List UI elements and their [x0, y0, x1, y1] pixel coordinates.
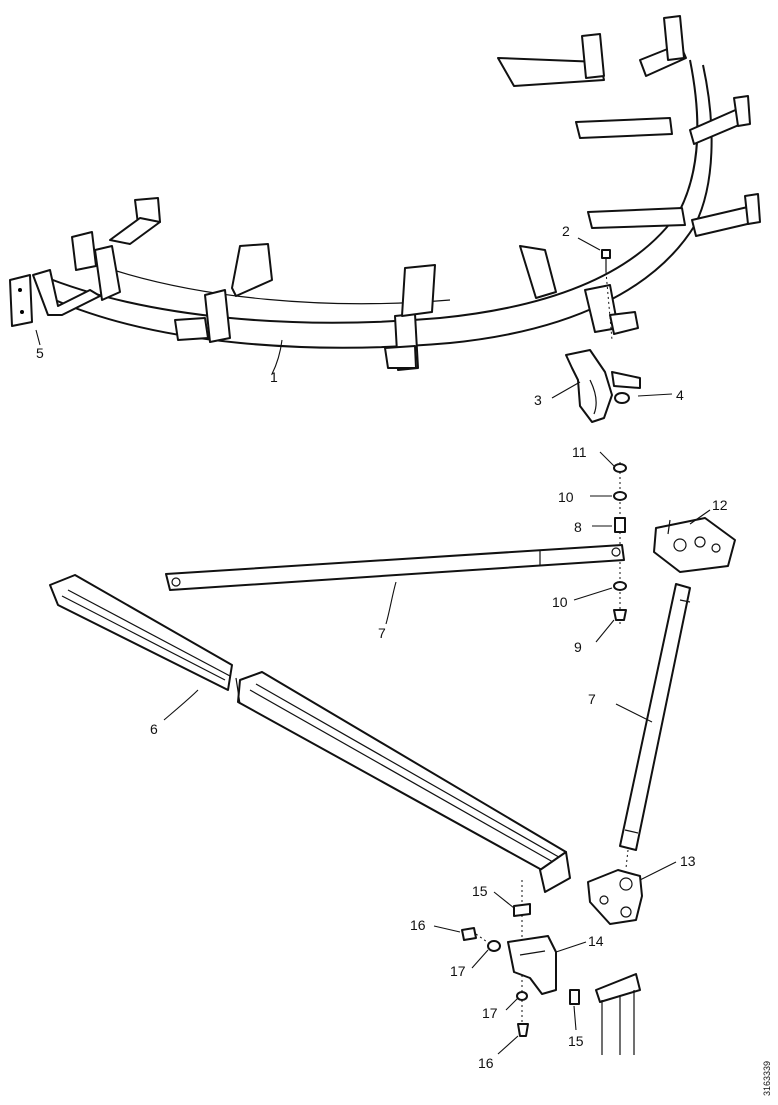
part-14-bracket	[507, 935, 557, 995]
callout-6: 6	[150, 721, 158, 737]
front-bracket-2	[109, 197, 161, 245]
part-15-spacer-upper	[513, 903, 531, 917]
part-4-nut	[614, 392, 630, 404]
part-1-curved-frame	[9, 15, 761, 371]
part-16-bolt-side	[461, 927, 477, 941]
callout-3: 3	[534, 392, 542, 408]
front-bracket-left	[9, 231, 121, 327]
callout-12: 12	[712, 497, 728, 513]
part-9-bolt	[613, 609, 627, 621]
callout-15-lower: 15	[568, 1033, 584, 1049]
callout-17-lower: 17	[482, 1005, 498, 1021]
part-12-bracket	[653, 517, 736, 573]
part-8-spacer	[614, 517, 626, 533]
callout-10-lower: 10	[552, 594, 568, 610]
bracket-lower-right	[595, 973, 641, 1003]
part-15-spacer-lower	[569, 989, 580, 1005]
callout-7-horizontal: 7	[378, 625, 386, 641]
callout-4: 4	[676, 387, 684, 403]
callout-8: 8	[574, 519, 582, 535]
document-number: 3163339	[762, 1061, 772, 1096]
callout-13: 13	[680, 853, 696, 869]
bracket-3	[174, 243, 273, 343]
part-2-bolt	[601, 249, 613, 341]
callout-5: 5	[36, 345, 44, 361]
lower-mounting-hardware	[461, 880, 641, 1055]
callout-17-side: 17	[450, 963, 466, 979]
part-6-channel-rail	[49, 574, 571, 893]
rear-brackets	[497, 15, 761, 237]
callout-2: 2	[562, 223, 570, 239]
callout-10-upper: 10	[558, 489, 574, 505]
part-13-fitting	[587, 869, 643, 925]
callout-11: 11	[572, 444, 587, 460]
part-17-washer-lower	[516, 991, 528, 1001]
part-10-washer-lower	[613, 581, 627, 591]
part-7-strut-horizontal	[165, 544, 625, 591]
part-3-clamp	[565, 349, 641, 423]
leader-lines	[35, 237, 711, 1055]
part-10-washer-upper	[613, 491, 627, 501]
callout-labels: 2 5 1 3 4 11 10 8 12 7 10 9 6 7 13 15 16…	[36, 223, 728, 1071]
callout-7-diagonal: 7	[588, 691, 596, 707]
part-7-strut-diagonal	[619, 583, 691, 869]
callout-15-upper: 15	[472, 883, 488, 899]
callout-14: 14	[588, 933, 604, 949]
hardware-stack-8-11	[613, 462, 627, 625]
callout-1: 1	[270, 369, 278, 385]
bracket-4	[384, 264, 436, 371]
part-16-bolt-lower	[517, 1023, 529, 1037]
callout-16-side: 16	[410, 917, 426, 933]
callout-16-lower: 16	[478, 1055, 494, 1071]
callout-9: 9	[574, 639, 582, 655]
bracket-5	[519, 245, 639, 335]
part-17-washer-side	[487, 940, 501, 952]
part-11-nut	[613, 463, 627, 473]
